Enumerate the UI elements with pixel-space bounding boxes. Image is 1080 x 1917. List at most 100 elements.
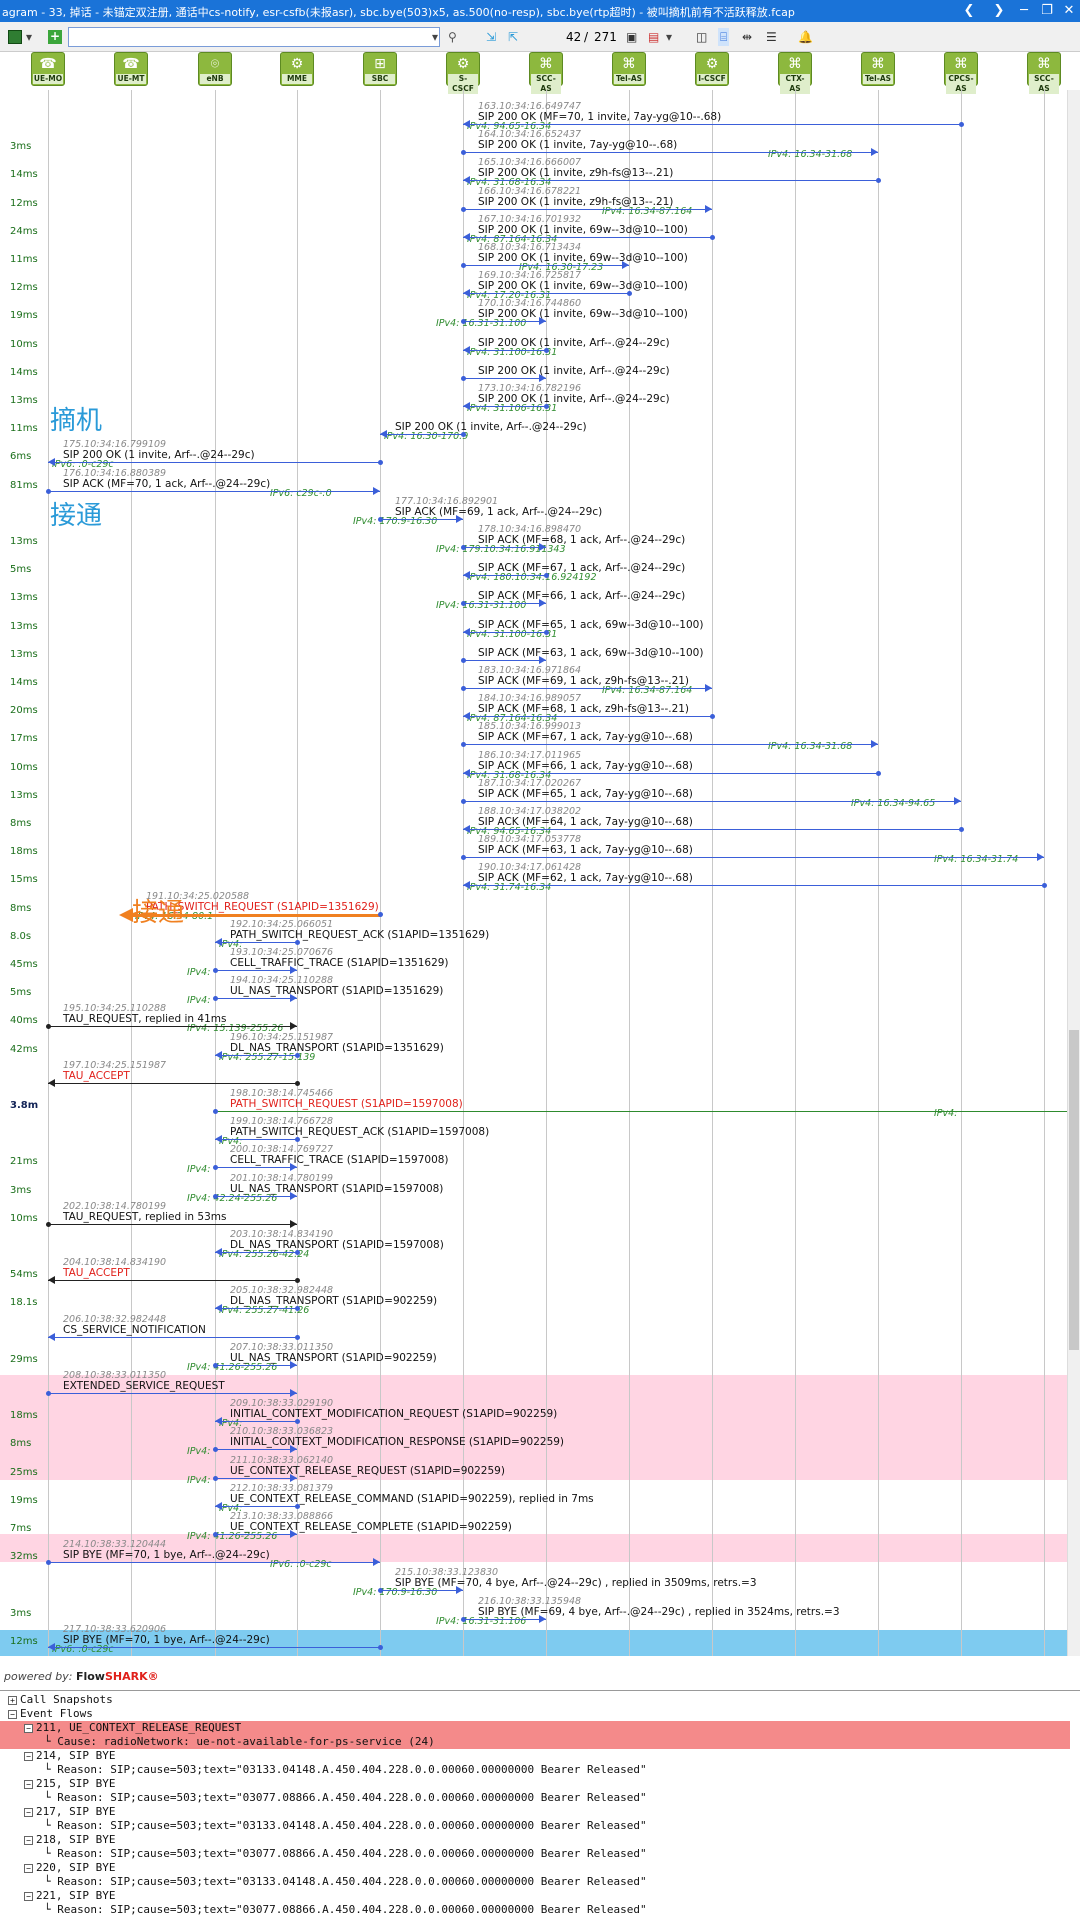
message-label[interactable]: UE_CONTEXT_RELEASE_REQUEST (S1APID=90225… xyxy=(230,1464,505,1477)
next-tab-button[interactable]: ❯ xyxy=(993,3,1005,18)
message-label[interactable]: INITIAL_CONTEXT_MODIFICATION_RESPONSE (S… xyxy=(230,1436,565,1449)
message-label[interactable]: PATH_SWITCH_REQUEST (S1APID=1351629) xyxy=(146,900,379,913)
tree-event-item[interactable]: −211, UE_CONTEXT_RELEASE_REQUEST xyxy=(0,1721,1070,1735)
message-label[interactable]: SIP 200 OK (1 invite, z9h-fs@13--.21) xyxy=(478,167,674,180)
message-label[interactable]: CELL_TRAFFIC_TRACE (S1APID=1597008) xyxy=(230,1154,449,1167)
message-label[interactable]: SIP BYE (MF=69, 4 bye, Arf--.@24--29c) ,… xyxy=(478,1605,840,1618)
message-label[interactable]: INITIAL_CONTEXT_MODIFICATION_REQUEST (S1… xyxy=(230,1408,558,1421)
next-match-icon[interactable]: ⇲ xyxy=(486,30,497,44)
entity-9[interactable]: ⌘CTX-AS xyxy=(778,52,812,94)
search-dropdown-icon[interactable]: ▾ xyxy=(432,30,439,44)
find-icon[interactable]: ⚲ xyxy=(448,30,457,44)
message-label[interactable]: SIP 200 OK (1 invite, 69w--3d@10--100) xyxy=(478,308,688,321)
tree-event-detail[interactable]: └ Reason: SIP;cause=503;text="03077.0886… xyxy=(0,1791,1070,1805)
expand-toggle-icon[interactable]: − xyxy=(8,1709,17,1719)
entity-1[interactable]: ☎UE-MT xyxy=(114,52,148,86)
layout-icon[interactable] xyxy=(8,30,22,44)
expand-toggle-icon[interactable]: − xyxy=(24,1807,33,1817)
export-icon[interactable]: ▤ xyxy=(648,30,660,44)
chevron-down-icon[interactable]: ▾ xyxy=(666,30,673,44)
minimize-button[interactable]: ─ xyxy=(1020,3,1028,18)
tree-event-detail[interactable]: └ Reason: SIP;cause=503;text="03077.0886… xyxy=(0,1903,1070,1917)
bell-icon[interactable]: 🔔 xyxy=(798,30,813,44)
expand-toggle-icon[interactable]: + xyxy=(8,1695,17,1705)
message-label[interactable]: SIP 200 OK (1 invite, 7ay-yg@10--.68) xyxy=(478,139,678,152)
expand-toggle-icon[interactable]: − xyxy=(24,1863,33,1873)
tree-call-snapshots[interactable]: +Call Snapshots xyxy=(0,1693,1070,1707)
message-label[interactable]: SIP ACK (MF=68, 1 ack, z9h-fs@13--.21) xyxy=(478,703,690,716)
message-label[interactable]: SIP 200 OK (1 invite, Arf--.@24--29c) xyxy=(478,393,670,405)
entity-7[interactable]: ⌘Tel-AS xyxy=(612,52,646,86)
tree-event-item[interactable]: −221, SIP BYE xyxy=(0,1889,1070,1903)
tree-event-detail[interactable]: └ Cause: radioNetwork: ue-not-available-… xyxy=(0,1735,1070,1749)
message-label[interactable]: SIP 200 OK (1 invite, Arf--.@24--29c) xyxy=(478,336,670,349)
message-label[interactable]: SIP 200 OK (1 invite, Arf--.@24--29c) xyxy=(478,364,670,377)
entity-6[interactable]: ⌘SCC-AS xyxy=(529,52,563,94)
expand-toggle-icon[interactable]: − xyxy=(24,1751,33,1761)
entity-3[interactable]: ⚙MME xyxy=(280,52,314,86)
message-label[interactable]: SIP ACK (MF=67, 1 ack, 7ay-yg@10--.68) xyxy=(478,731,693,744)
message-label[interactable]: UL_NAS_TRANSPORT (S1APID=1597008) xyxy=(230,1182,444,1195)
close-button[interactable]: ✕ xyxy=(1063,3,1075,18)
maximize-button[interactable]: ❐ xyxy=(1041,3,1053,18)
message-label[interactable]: SIP ACK (MF=68, 1 ack, Arf--.@24--29c) xyxy=(478,534,686,546)
message-label[interactable]: TAU_REQUEST, replied in 41ms xyxy=(63,1013,227,1026)
message-label[interactable]: UL_NAS_TRANSPORT (S1APID=902259) xyxy=(230,1351,437,1364)
message-label[interactable]: SIP 200 OK (1 invite, 69w--3d@10--100) xyxy=(478,280,688,293)
entity-11[interactable]: ⌘CPCS-AS xyxy=(944,52,978,94)
message-label[interactable]: SIP 200 OK (1 invite, Arf--.@24--29c) xyxy=(395,421,587,434)
tree-event-detail[interactable]: └ Reason: SIP;cause=503;text="03133.0414… xyxy=(0,1875,1070,1889)
message-label[interactable]: CS_SERVICE_NOTIFICATION xyxy=(63,1323,206,1336)
expand-toggle-icon[interactable]: − xyxy=(24,1891,33,1901)
message-label[interactable]: SIP ACK (MF=66, 1 ack, 7ay-yg@10--.68) xyxy=(478,759,693,772)
vertical-scrollbar[interactable] xyxy=(1067,90,1080,1656)
expand-toggle-icon[interactable]: − xyxy=(24,1835,33,1845)
tree-event-detail[interactable]: └ Reason: SIP;cause=503;text="03133.0414… xyxy=(0,1819,1070,1833)
entity-0[interactable]: ☎UE-MO xyxy=(31,52,65,86)
save-icon[interactable]: ▣ xyxy=(626,30,638,44)
expand-toggle-icon[interactable]: − xyxy=(24,1779,33,1789)
message-label[interactable]: SIP ACK (MF=69, 1 ack, Arf--.@24--29c) xyxy=(395,505,603,518)
message-label[interactable]: SIP BYE (MF=70, 1 bye, Arf--.@24--29c) xyxy=(63,1549,270,1562)
search-input[interactable] xyxy=(68,27,440,47)
entity-4[interactable]: ⊞SBC xyxy=(363,52,397,86)
message-label[interactable]: SIP ACK (MF=65, 1 ack, 69w--3d@10--100) xyxy=(478,618,704,631)
expand-toggle-icon[interactable]: − xyxy=(24,1723,33,1733)
message-label[interactable]: UE_CONTEXT_RELEASE_COMPLETE (S1APID=9022… xyxy=(230,1521,512,1533)
message-label[interactable]: SIP BYE (MF=70, 4 bye, Arf--.@24--29c) ,… xyxy=(395,1577,757,1590)
tree-event-detail[interactable]: └ Reason: SIP;cause=503;text="03133.0414… xyxy=(0,1763,1070,1777)
message-label[interactable]: UL_NAS_TRANSPORT (S1APID=1351629) xyxy=(230,985,444,998)
message-label[interactable]: SIP ACK (MF=63, 1 ack, 69w--3d@10--100) xyxy=(478,646,704,659)
message-label[interactable]: CELL_TRAFFIC_TRACE (S1APID=1351629) xyxy=(230,957,449,969)
tree-event-detail[interactable]: └ Reason: SIP;cause=503;text="03077.0886… xyxy=(0,1847,1070,1861)
message-label[interactable]: TAU_REQUEST, replied in 53ms xyxy=(63,1210,227,1223)
message-label[interactable]: TAU_ACCEPT xyxy=(63,1267,130,1280)
tree-event-item[interactable]: −215, SIP BYE xyxy=(0,1777,1070,1791)
tree-event-item[interactable]: −217, SIP BYE xyxy=(0,1805,1070,1819)
message-label[interactable]: SIP 200 OK (MF=70, 1 invite, 7ay-yg@10--… xyxy=(478,111,722,123)
message-label[interactable]: DL_NAS_TRANSPORT (S1APID=1351629) xyxy=(230,1041,444,1054)
message-label[interactable]: SIP ACK (MF=67, 1 ack, Arf--.@24--29c) xyxy=(478,562,686,575)
entity-2[interactable]: ⌾eNB xyxy=(198,52,232,86)
message-label[interactable]: SIP ACK (MF=64, 1 ack, 7ay-yg@10--.68) xyxy=(478,816,693,828)
tree-event-item[interactable]: −214, SIP BYE xyxy=(0,1749,1070,1763)
message-label[interactable]: SIP ACK (MF=66, 1 ack, Arf--.@24--29c) xyxy=(478,590,686,603)
tree-event-flows[interactable]: −Event Flows xyxy=(0,1707,1070,1721)
message-label[interactable]: PATH_SWITCH_REQUEST_ACK (S1APID=1597008) xyxy=(230,1126,490,1139)
split-view-icon[interactable]: ◫ xyxy=(696,30,708,44)
entity-5[interactable]: ⚙S-CSCF xyxy=(446,52,480,94)
entity-12[interactable]: ⌘SCC-AS xyxy=(1027,52,1061,94)
message-label[interactable]: UE_CONTEXT_RELEASE_COMMAND (S1APID=90225… xyxy=(230,1492,594,1505)
message-label[interactable]: TAU_ACCEPT xyxy=(63,1069,130,1082)
prev-match-icon[interactable]: ⇱ xyxy=(508,30,519,44)
tree-event-item[interactable]: −218, SIP BYE xyxy=(0,1833,1070,1847)
filter-icon[interactable]: ⌸ xyxy=(718,28,730,46)
message-label[interactable]: PATH_SWITCH_REQUEST (S1APID=1597008) xyxy=(230,1098,463,1110)
prev-tab-button[interactable]: ❮ xyxy=(963,3,975,18)
event-tree[interactable]: +Call Snapshots−Event Flows−211, UE_CONT… xyxy=(0,1690,1080,1917)
entity-10[interactable]: ⌘Tel-AS xyxy=(861,52,895,86)
scrollbar-thumb[interactable] xyxy=(1069,1030,1079,1350)
list-icon[interactable]: ☰ xyxy=(766,30,777,44)
message-label[interactable]: SIP 200 OK (1 invite, z9h-fs@13--.21) xyxy=(478,195,674,208)
